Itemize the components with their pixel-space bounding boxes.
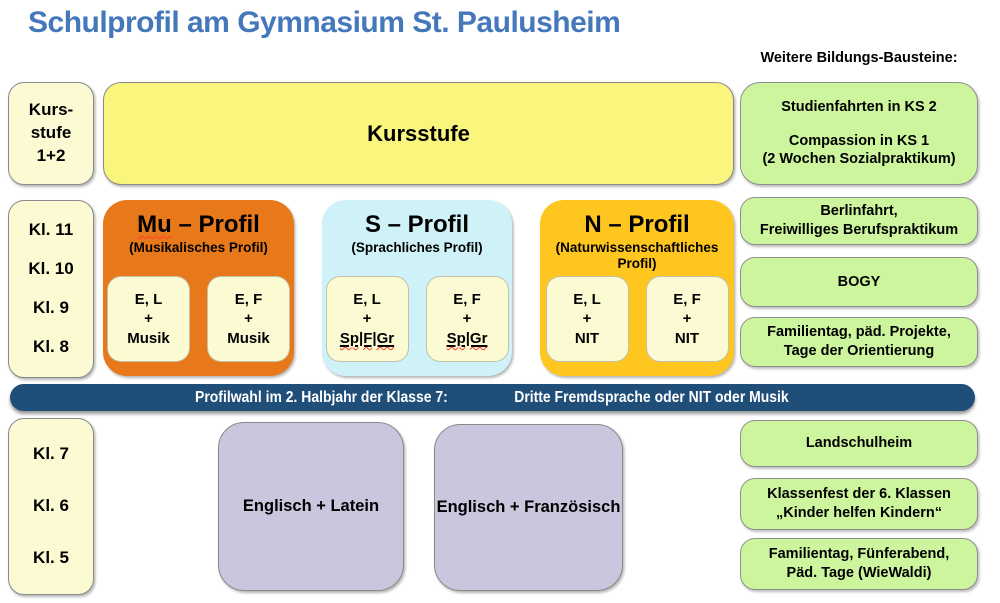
profile-title-prefix: S <box>364 211 381 238</box>
profile-subtitle: (Sprachliches Profil) <box>351 240 483 256</box>
baustein-familientag-fuenferabend: Familientag, Fünferabend, Päd. Tage (Wie… <box>740 538 978 590</box>
profile-subtitle: (Musikalisches Profil) <box>129 240 268 256</box>
option-line: E, F <box>453 290 481 308</box>
language-label: Englisch + Französisch <box>436 498 621 516</box>
profile-title-suffix: – Profil <box>178 211 260 238</box>
option-line: E, F <box>673 290 701 308</box>
baustein-klassenfest: Klassenfest der 6. Klassen „Kinder helfe… <box>740 478 978 530</box>
profile-box-sprachlich: S – Profil (Sprachliches Profil) E, L + … <box>322 200 512 376</box>
profile-options: E, L + NIT E, F + NIT <box>545 276 729 362</box>
profile-box-musik: Mu – Profil (Musikalisches Profil) E, L … <box>103 200 294 376</box>
option-line: + <box>462 310 472 328</box>
option-line: NIT <box>574 329 600 347</box>
language-box-englisch-latein: Englisch + Latein <box>218 422 404 591</box>
stage-label-kl-8-11: Kl. 11 Kl. 10 Kl. 9 Kl. 8 <box>8 200 94 378</box>
class-label: Kl. 6 <box>33 496 69 516</box>
profile-title-prefix: N <box>584 211 602 238</box>
baustein-line: Berlinfahrt, <box>820 203 898 220</box>
stage-label-kl-5-7: Kl. 7 Kl. 6 Kl. 5 <box>8 418 94 595</box>
baustein-line: Klassenfest der 6. Klassen <box>767 486 951 503</box>
stage-line: Kurs- <box>28 100 74 120</box>
option-line: E, F <box>234 290 263 308</box>
baustein-line: BOGY <box>837 273 881 290</box>
profilwahl-banner: Profilwahl im 2. Halbjahr der Klasse 7: … <box>10 384 975 411</box>
option-line: + <box>582 310 592 328</box>
baustein-bogy: BOGY <box>740 257 978 307</box>
baustein-line: Landschulheim <box>805 435 913 452</box>
option-line: + <box>362 310 372 328</box>
profile-options: E, L + Musik E, F + Musik <box>107 276 290 362</box>
banner-text-left: Profilwahl im 2. Halbjahr der Klasse 7: <box>194 388 448 406</box>
option-line: Sp|Gr <box>446 329 488 347</box>
option-line: NIT <box>674 329 700 347</box>
option-line: E, L <box>353 290 381 308</box>
class-label: Kl. 5 <box>33 547 69 567</box>
option-line: + <box>244 310 253 328</box>
baustein-line: Freiwilliges Berufspraktikum <box>759 222 959 238</box>
language-label: Englisch + Latein <box>242 497 380 515</box>
banner-text-right: Dritte Fremdsprache oder NIT oder Musik <box>514 388 790 406</box>
profile-title-prefix: Mu <box>137 211 172 238</box>
profile-title: Mu – Profil <box>137 211 260 238</box>
profile-title: N – Profil <box>584 211 690 238</box>
class-label: Kl. 9 <box>33 298 69 318</box>
class-label: Kl. 11 <box>28 220 74 240</box>
baustein-familientag-projekte: Familientag, päd. Projekte, Tage der Ori… <box>740 317 978 367</box>
option-line: E, L <box>134 290 163 308</box>
baustein-line: Compassion in KS 1 <box>788 132 930 149</box>
option-line: + <box>682 310 692 328</box>
baustein-line: Studienfahrten in KS 2 <box>781 98 937 115</box>
class-label: Kl. 7 <box>33 444 69 464</box>
baustein-berlinfahrt: Berlinfahrt, Freiwilliges Berufspraktiku… <box>740 197 978 245</box>
option-line: E, L <box>573 290 601 308</box>
stage-line: 1+2 <box>36 145 66 165</box>
profile-subtitle: (Naturwissenschaftliches Profil) <box>555 240 719 271</box>
baustein-studienfahrten-compassion: Studienfahrten in KS 2 Compassion in KS … <box>740 82 978 185</box>
option-box: E, L + Sp|F|Gr <box>325 276 409 362</box>
profile-title: S – Profil <box>364 211 470 238</box>
class-label: Kl. 10 <box>28 259 74 279</box>
option-box: E, F + NIT <box>645 276 729 362</box>
option-line: + <box>144 310 153 328</box>
profile-box-naturwissenschaft: N – Profil (Naturwissenschaftliches Prof… <box>540 200 734 376</box>
baustein-line: Tage der Orientierung <box>783 343 935 359</box>
option-box: E, L + Musik <box>107 276 190 362</box>
baustein-line: Päd. Tage (WieWaldi) <box>786 565 932 581</box>
baustein-line: „Kinder helfen Kindern“ <box>776 505 942 521</box>
stage-label-kursstufe-1-2: Kurs- stufe 1+2 <box>8 82 94 185</box>
option-line: Sp|F|Gr <box>339 329 395 347</box>
option-box: E, F + Sp|Gr <box>425 276 509 362</box>
option-line: Musik <box>127 329 170 347</box>
stage-line: stufe <box>30 123 72 143</box>
bausteine-header: Weitere Bildungs-Bausteine: <box>760 50 958 66</box>
language-box-englisch-franzoesisch: Englisch + Französisch <box>434 424 623 591</box>
option-box: E, F + Musik <box>207 276 290 362</box>
profile-options: E, L + Sp|F|Gr E, F + Sp|Gr <box>325 276 509 362</box>
option-line: Musik <box>227 329 270 347</box>
profile-title-suffix: – Profil <box>608 211 690 238</box>
option-box: E, L + NIT <box>545 276 629 362</box>
kursstufe-label: Kursstufe <box>367 120 470 146</box>
baustein-line: Familientag, päd. Projekte, <box>767 324 951 341</box>
profile-title-suffix: – Profil <box>387 211 470 238</box>
baustein-landschulheim: Landschulheim <box>740 420 978 467</box>
baustein-line: Familientag, Fünferabend, <box>768 546 950 563</box>
page-title: Schulprofil am Gymnasium St. Paulusheim <box>28 6 621 39</box>
kursstufe-box: Kursstufe <box>103 82 734 185</box>
class-label: Kl. 8 <box>33 337 69 357</box>
baustein-line: (2 Wochen Sozialpraktikum) <box>762 151 956 168</box>
